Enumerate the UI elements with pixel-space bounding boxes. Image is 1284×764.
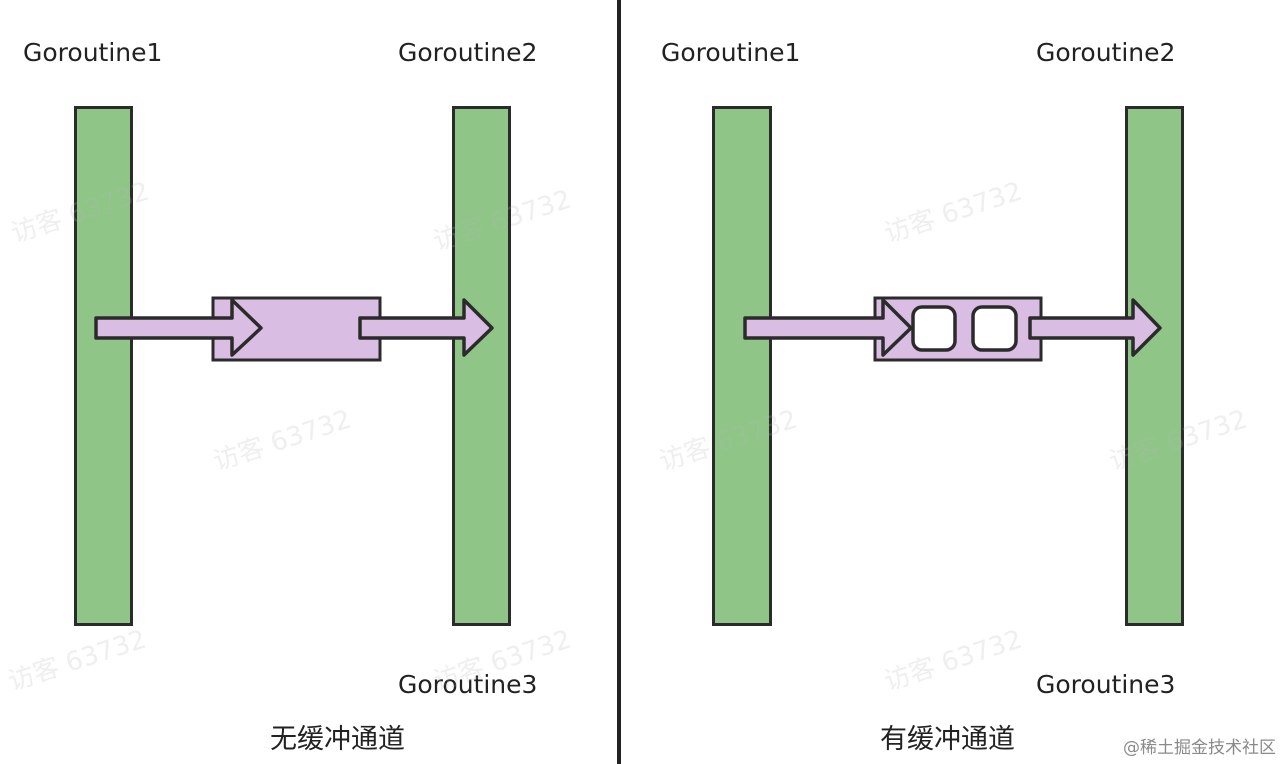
goroutine2-label: Goroutine2: [1036, 38, 1176, 67]
goroutine1-bar: [74, 106, 133, 626]
goroutine3-label: Goroutine3: [1036, 670, 1176, 699]
receive-arrow: [1028, 298, 1162, 357]
panel-divider: [617, 0, 621, 764]
goroutine1-label: Goroutine1: [661, 38, 801, 67]
buffer-slot: [911, 305, 957, 352]
buffer-slot: [971, 305, 1018, 352]
goroutine3-label: Goroutine3: [398, 670, 538, 699]
send-arrow: [94, 298, 263, 357]
goroutine2-label: Goroutine2: [398, 38, 538, 67]
receive-arrow: [358, 298, 494, 357]
unbuffered-channel-graphic: [94, 296, 494, 362]
goroutine1-label: Goroutine1: [23, 38, 163, 67]
goroutine2-bar: [1125, 106, 1184, 626]
goroutine2-bar: [452, 106, 511, 626]
buffered-channel-graphic: [743, 296, 1162, 362]
goroutine1-bar: [712, 106, 772, 626]
buffered-caption: 有缓冲通道: [880, 724, 1015, 755]
send-arrow: [743, 298, 913, 357]
source-credit: @稀土掘金技术社区: [1123, 738, 1276, 758]
unbuffered-channel-panel: Goroutine1 Goroutine2 Goroutine3 无缓冲通道 访…: [0, 0, 618, 764]
buffered-channel-panel: Goroutine1 Goroutine2 Goroutine3 有缓冲通道 访…: [621, 0, 1284, 764]
unbuffered-caption: 无缓冲通道: [270, 724, 405, 755]
